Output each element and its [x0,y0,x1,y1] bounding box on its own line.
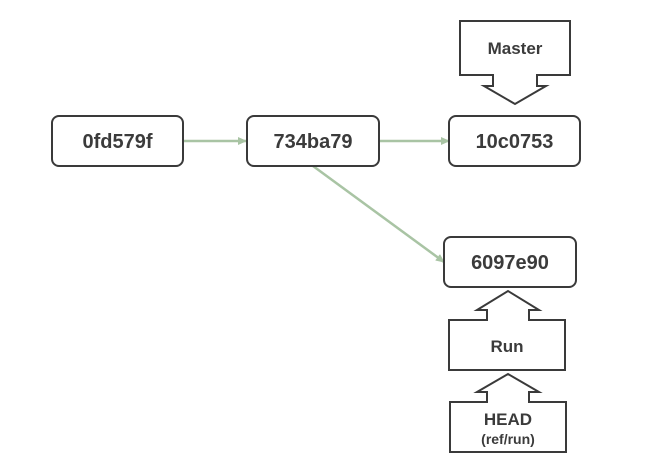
run-pointer-shape [448,289,566,371]
commit-label: 6097e90 [471,252,549,274]
head-pointer-shape [449,372,567,453]
commit-node-0fd579f[interactable]: 0fd579f [51,115,184,167]
commit-node-10c0753[interactable]: 10c0753 [448,115,581,167]
run-label: Run [490,337,523,356]
ref-run[interactable]: Run [448,289,566,371]
commit-label: 10c0753 [476,131,554,153]
commit-node-6097e90[interactable]: 6097e90 [443,236,577,288]
commit-label: 734ba79 [274,131,353,153]
master-pointer-shape [459,20,571,106]
head-sublabel: (ref/run) [481,431,535,447]
commit-label: 0fd579f [82,131,152,153]
master-label: Master [488,39,543,58]
head-label: HEAD [484,410,532,429]
edge-734ba79-6097e90 [312,164,445,264]
ref-head[interactable]: HEAD (ref/run) [449,372,567,453]
commit-node-734ba79[interactable]: 734ba79 [246,115,380,167]
ref-master[interactable]: Master [459,20,571,106]
